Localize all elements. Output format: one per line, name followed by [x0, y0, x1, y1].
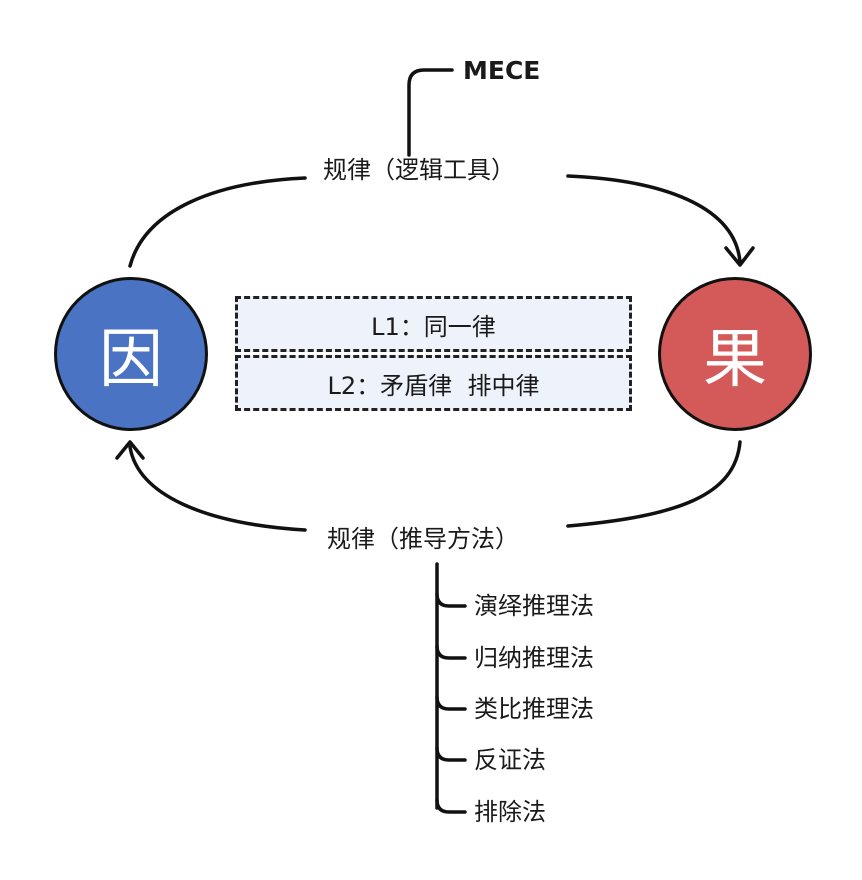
bottom-arc-right: [566, 440, 742, 528]
rule-box-l2: L2：矛盾律 排中律: [235, 355, 632, 411]
bottom-path-label: 规律（推导方法）: [327, 525, 519, 553]
effect-label: 果: [703, 323, 767, 397]
cause-label: 因: [99, 323, 163, 397]
mece-branch: [407, 68, 454, 157]
method-item: 反证法: [474, 746, 546, 774]
bottom-arc-left: [128, 445, 307, 532]
method-branch-4: [435, 746, 467, 762]
method-branch-3: [435, 695, 467, 711]
top-arc-right: [566, 174, 742, 264]
effect-circle: 果: [658, 277, 812, 431]
top-arc-left: [128, 176, 307, 268]
method-branch-5: [435, 798, 467, 814]
rule-l1-text: L1：同一律: [371, 312, 496, 341]
rule-box-l1: L1：同一律: [235, 296, 632, 352]
rule-l2-text: L2：矛盾律 排中律: [327, 371, 540, 400]
cause-circle: 因: [54, 277, 208, 431]
method-branch-2: [435, 644, 467, 660]
mece-label: MECE: [463, 56, 541, 85]
top-path-label: 规律（逻辑工具）: [323, 156, 515, 184]
method-item: 归纳推理法: [474, 644, 594, 672]
method-branch-1: [435, 592, 467, 608]
method-item: 演绎推理法: [474, 592, 594, 620]
method-item: 类比推理法: [474, 695, 594, 723]
bottom-arrowhead: [115, 440, 145, 460]
top-arrowhead: [724, 246, 755, 267]
method-item: 排除法: [474, 798, 546, 826]
